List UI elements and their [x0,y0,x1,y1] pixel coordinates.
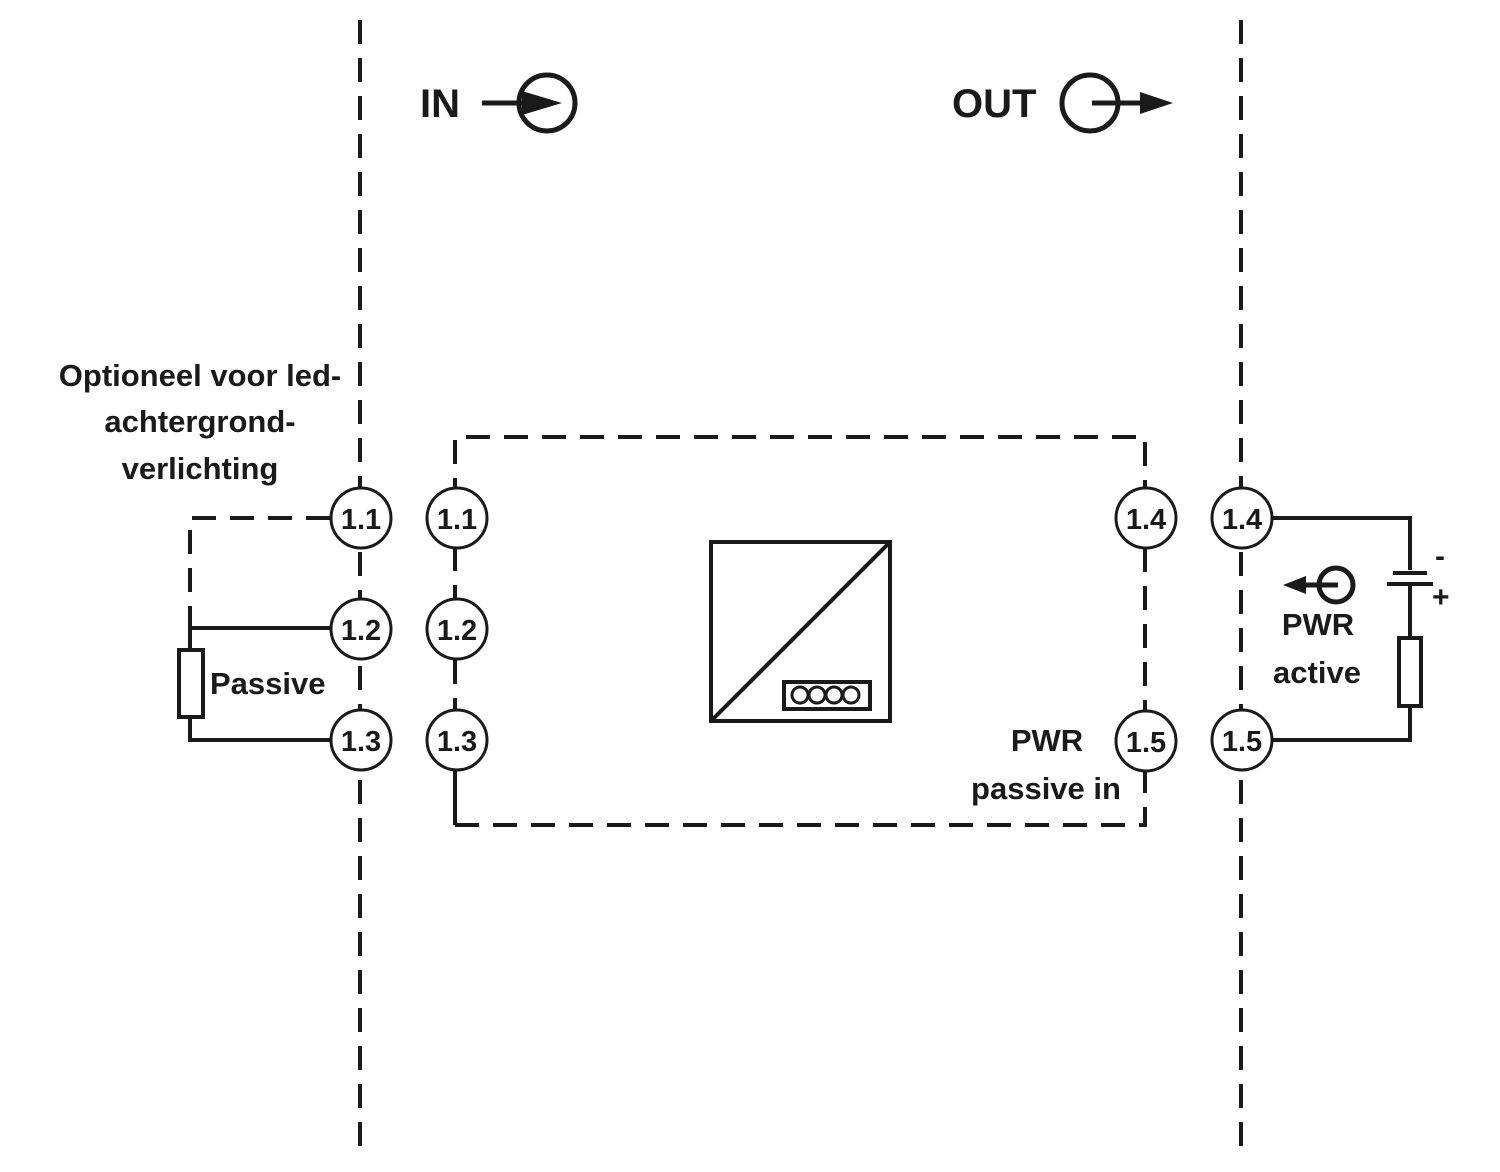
resistor-right-icon [1397,636,1423,708]
in-label: IN [420,82,460,126]
wire-1-5 [1272,706,1412,742]
terminal-right-outer-5: 1.5 [1210,708,1274,772]
active-label: active [1273,655,1361,690]
terminal-left-outer-2: 1.2 [329,597,393,661]
optional-note-line-1: Optioneel voor led- [59,358,341,393]
terminal-label: 1.5 [1222,726,1262,758]
terminal-label: 1.5 [1126,727,1166,759]
terminal-label: 1.3 [437,726,477,758]
module-box-top [453,435,1147,540]
terminal-right-inner-5: 1.5 [1114,709,1178,773]
terminal-left-outer-1: 1.1 [329,486,393,550]
pwr-arrow-icon [1283,565,1356,605]
terminal-label: 1.3 [341,726,381,758]
terminal-label: 1.2 [341,615,381,647]
terminal-left-outer-3: 1.3 [329,708,393,772]
passive-in-label: passive in [971,771,1121,806]
pwr-passive-label: PWR [1011,723,1083,758]
out-arrow-icon [1059,72,1173,134]
battery-icon [1387,571,1433,586]
terminal-label: 1.2 [437,615,477,647]
optional-note-line-3: verlichting [122,451,279,486]
resistor-icon [177,648,205,719]
terminal-label: 1.1 [341,504,381,536]
signal-converter-icon [709,540,892,723]
in-arrow-icon [482,72,578,134]
terminal-right-outer-4: 1.4 [1210,486,1274,550]
battery-plus-label: + [1432,581,1450,614]
terminal-label: 1.4 [1126,504,1166,536]
terminal-label: 1.1 [437,504,477,536]
terminal-label: 1.4 [1222,504,1262,536]
terminal-left-inner-2: 1.2 [425,597,489,661]
terminal-right-inner-4: 1.4 [1114,486,1178,550]
terminal-left-inner-3: 1.3 [425,708,489,772]
out-label: OUT [952,82,1036,126]
wire-1-3 [188,717,330,742]
terminal-left-inner-1: 1.1 [425,486,489,550]
optional-led-wire [188,516,330,628]
battery-minus-label: - [1435,540,1445,573]
passive-label: Passive [210,666,326,701]
optional-note-line-2: achtergrond- [104,404,295,439]
pwr-active-label: PWR [1282,607,1354,642]
wire-1-4 [1272,516,1412,570]
module-box-bottom [455,770,1147,827]
